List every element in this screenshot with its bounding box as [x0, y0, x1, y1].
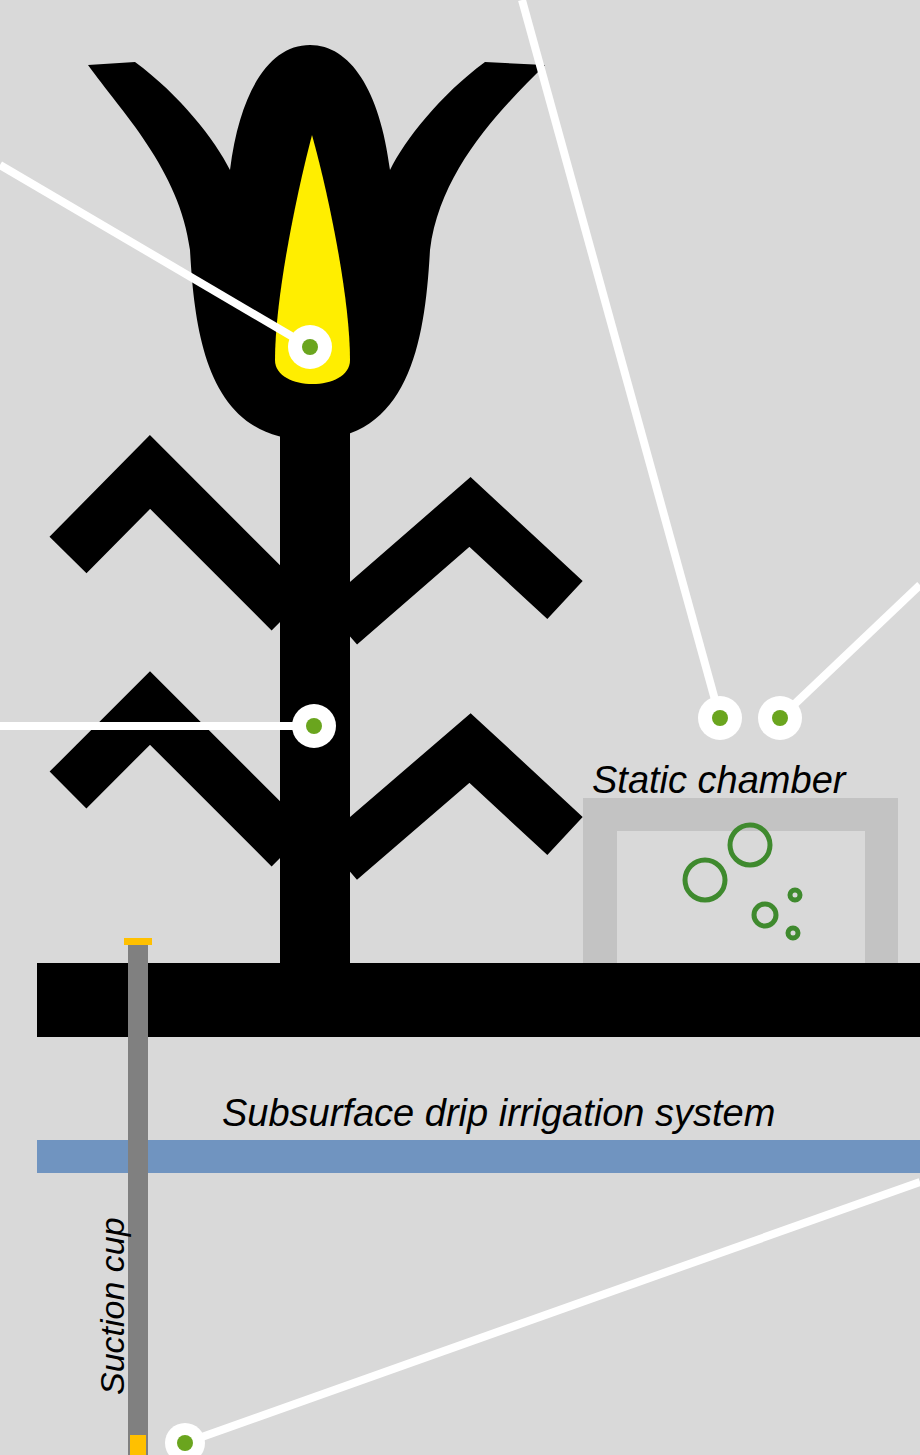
part-label: Subsurface drip irrigation system [222, 1094, 775, 1132]
suction-cup-rod [128, 942, 148, 1455]
suction-cup-tip [130, 1435, 146, 1455]
maize-cob [275, 135, 350, 384]
soil-surface [37, 963, 920, 1037]
vertical-label: Suction cup [95, 1217, 129, 1395]
node-heading: Static chamber [592, 761, 845, 799]
maize-leaves [68, 472, 565, 860]
static-chamber: Static chamber [583, 755, 898, 963]
drip-line [37, 1140, 920, 1173]
suction-cup-cap [124, 938, 152, 945]
